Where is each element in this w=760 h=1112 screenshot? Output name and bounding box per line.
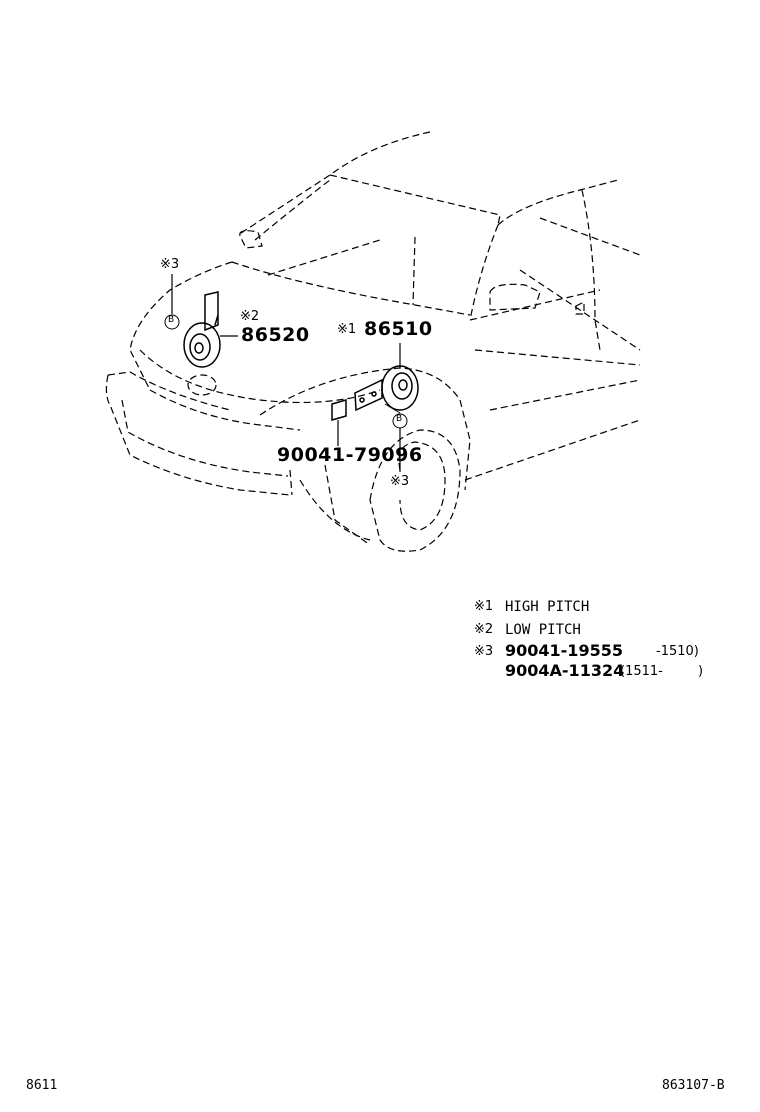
bolt-symbol-right-circle (392, 413, 408, 429)
legend-row4-part: 9004A-11324 (505, 661, 625, 680)
legend-row4-range: (1511- (620, 664, 663, 679)
bolt-mark-left: ※3 (160, 257, 180, 272)
bracket-bolt-part-number: 90041-79096 (277, 444, 423, 466)
low-pitch-horn-part-number: 86520 (241, 324, 310, 346)
high-pitch-mark: ※1 (337, 322, 357, 337)
legend-row2-mark: ※2 (474, 622, 494, 637)
legend-row1-text: HIGH PITCH (505, 599, 590, 615)
low-pitch-horn (183, 291, 221, 368)
bolt-mark-right: ※3 (390, 474, 410, 489)
legend-row3-part: 90041-19555 (505, 641, 623, 660)
leader-bolt-right-up (384, 403, 401, 414)
legend-row4-range-close: ) (698, 664, 704, 679)
legend-row3-mark: ※3 (474, 644, 494, 659)
bolt-symbol-left: B (168, 315, 175, 325)
legend-row1-mark: ※1 (474, 599, 494, 614)
low-pitch-mark: ※2 (240, 309, 260, 324)
high-pitch-horn (331, 365, 419, 421)
illustration-code: 863107-B (662, 1078, 725, 1093)
high-pitch-horn-part-number: 86510 (364, 318, 433, 340)
section-code: 8611 (26, 1078, 58, 1093)
bolt-symbol-left-circle (164, 314, 180, 330)
legend-row3-range: -1510) (656, 644, 699, 659)
legend-row2-text: LOW PITCH (505, 622, 581, 638)
bolt-symbol-right: B (396, 414, 403, 424)
vehicle-outline (105, 131, 641, 552)
